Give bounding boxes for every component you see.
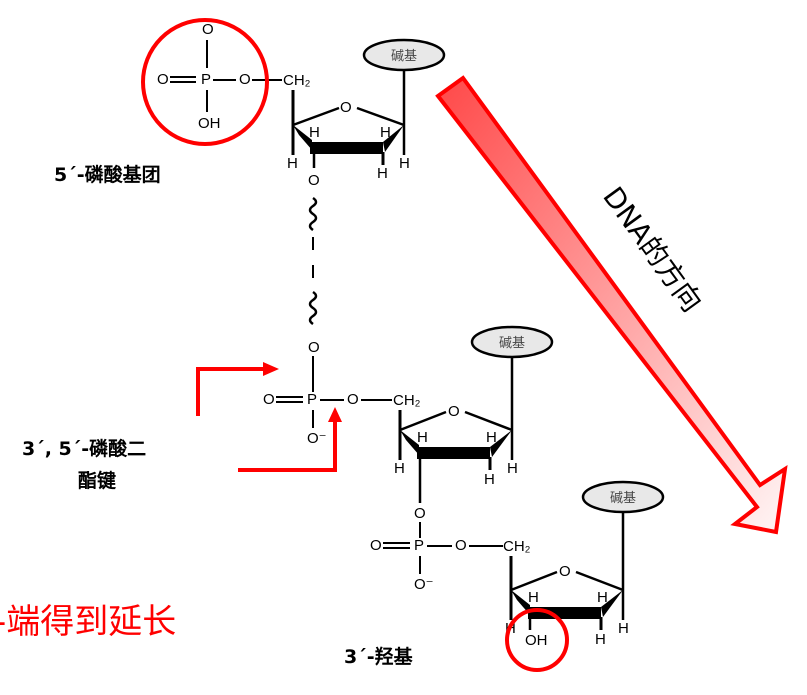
atom-o: O [448,403,460,420]
atom-h: H [394,460,405,477]
atom-oh: OH [525,632,548,649]
atom-o: O [202,21,214,38]
extension-label: -端得到延长 [0,602,177,642]
atom-o: O [347,391,359,408]
atom-o: O [455,537,467,554]
atom-o: O [308,339,320,356]
atom-h: H [595,631,606,648]
dna-direction-arrow [435,75,788,535]
atom-o: O [370,537,382,554]
base-label: 碱基 [499,336,525,351]
atom-o: O [239,71,251,88]
atom-p: P [307,391,317,408]
phosphodiester-pointer-arrows [196,362,342,472]
atom-ch2: CH₂ [503,538,531,555]
atom-o: O [263,391,275,408]
atom-o-minus: O⁻ [307,430,327,447]
atom-h: H [507,460,518,477]
nucleotide-1: O - O P O CH₂ OH O H H H H H O 碱基 [157,11,446,189]
atom-oh: OH [198,115,221,132]
atom-h: H [528,589,539,606]
label-phosphodiester-line1: 3´, 5´-磷酸二 [22,438,147,460]
atom-o: O [157,71,169,88]
atom-o: O [559,563,571,580]
atom-h: H [417,429,428,446]
label-5-phosphate: 5´-磷酸基团 [54,164,161,186]
atom-o: O [308,172,320,189]
atom-o: O [414,505,426,522]
label-3-hydroxyl: 3´-羟基 [344,646,413,668]
atom-p: P [414,537,424,554]
base-ellipse-2 [470,325,554,359]
base-label: 碱基 [391,49,417,64]
atom-h: H [597,589,608,606]
nucleotide-2: O O P O CH₂ O⁻ O H H H H H 碱基 [263,325,554,503]
atom-ch2: CH₂ [393,392,421,409]
atom-h: H [484,471,495,488]
atom-ch2: CH₂ [283,72,311,89]
atom-p: P [201,71,211,88]
atom-o-minus: O⁻ [414,576,434,593]
phosphate-highlight-circle [141,18,269,146]
base-ellipse-1 [362,38,446,72]
atom-h: H [287,155,298,172]
label-phosphodiester-line2: 酯键 [78,470,117,492]
atom-h: H [380,124,391,141]
base-ellipse-3 [581,480,665,514]
atom-h: H [399,155,410,172]
chain-break [308,196,318,326]
atom-h: H [309,124,320,141]
hydroxyl-highlight-circle [505,608,569,672]
atom-o: O [340,99,352,116]
atom-h: H [486,429,497,446]
atom-h: H [377,165,388,182]
base-label: 碱基 [610,491,636,506]
nucleotide-3: O O P O CH₂ O⁻ O H H H H H OH 碱基 [370,480,665,649]
atom-h: H [618,620,629,637]
